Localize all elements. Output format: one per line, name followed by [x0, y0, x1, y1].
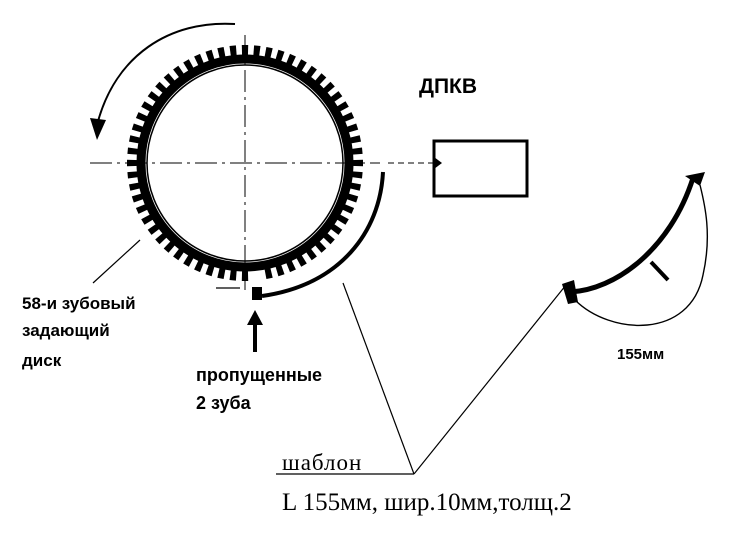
trigger-disc-inner-edge — [146, 64, 344, 262]
template-piece — [569, 177, 696, 295]
template-piece-rib — [649, 260, 670, 282]
missing-teeth-label-line-1: пропущенные — [196, 365, 323, 385]
disc-tooth — [127, 171, 140, 179]
crank-sensor-box — [432, 139, 529, 198]
template-piece-end-bottom — [562, 280, 578, 304]
sensor-probe-head — [434, 157, 442, 169]
disc-tooth — [350, 171, 363, 179]
sensor-label: ДПКВ — [419, 75, 478, 98]
disc-tooth — [229, 45, 237, 58]
template-leader-1 — [342, 282, 415, 475]
disc-tooth — [127, 147, 140, 155]
template-length-label: 155мм — [617, 346, 665, 363]
disc-label-line-3: диск — [22, 351, 62, 370]
missing-teeth-arrow-head — [247, 310, 263, 325]
template-title: шаблон — [282, 450, 363, 475]
rotation-arrow-head — [90, 118, 106, 140]
template-arc — [261, 171, 385, 298]
disc-tooth — [241, 269, 249, 281]
disc-label-leader — [92, 239, 141, 284]
disc-label-line-1: 58-и зубовый — [22, 294, 136, 313]
disc-tooth — [351, 159, 363, 167]
disc-tooth — [350, 147, 363, 155]
disc-tooth — [127, 159, 139, 167]
rotation-arrow — [96, 22, 236, 126]
template-length-arc — [574, 184, 708, 327]
template-arc-end — [252, 287, 262, 300]
disc-tooth — [241, 45, 249, 57]
template-spec: L 155мм, шир.10мм,толщ.2 — [282, 489, 572, 516]
trigger-disc-ring — [136, 54, 354, 272]
template-piece-end-top — [685, 172, 705, 186]
disc-label-line-2: задающий — [22, 321, 110, 340]
template-leader-2 — [413, 284, 567, 475]
missing-teeth-label-line-2: 2 зуба — [196, 393, 251, 413]
disc-tooth — [253, 45, 261, 58]
disc-tooth — [229, 268, 237, 281]
